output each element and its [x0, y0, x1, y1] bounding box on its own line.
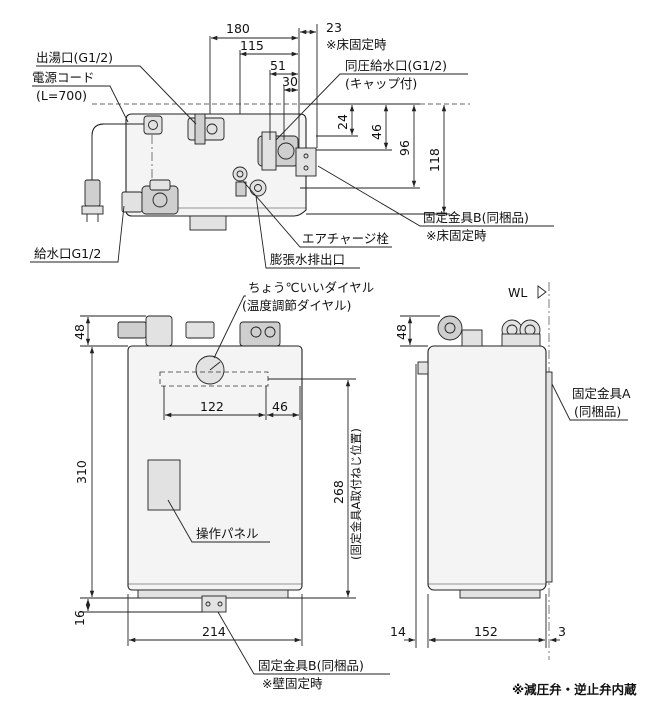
side-knob: [417, 361, 429, 375]
label-temp-dial: ちょう℃いいダイヤル: [248, 280, 374, 295]
dim-24: 24: [335, 114, 350, 130]
front-dim-310: 310: [74, 460, 89, 484]
label-power-cord-length: (L=700): [36, 88, 87, 103]
footnote: ※減圧弁・逆止弁内蔵: [512, 682, 637, 697]
dim-96: 96: [397, 140, 412, 156]
side-view: WL 48 14 152 3 固定金具A (同梱: [390, 282, 631, 660]
bottom-tab: [189, 215, 227, 231]
front-dim-48: 48: [72, 324, 87, 340]
bracket-b-top: [295, 147, 317, 177]
label-bracket-a-screw-position: (固定金具A取付ねじ位置): [349, 428, 363, 560]
label-bracket-b-top: 固定金具B(同梱品): [423, 210, 529, 225]
side-view-unit-body: [427, 345, 547, 591]
label-hot-outlet: 出湯口(G1/2): [36, 50, 113, 65]
label-floor-fix-top: ※床固定時: [326, 37, 387, 52]
bracket-a-side: [545, 371, 553, 583]
label-bracket-a: 固定金具A: [572, 386, 631, 401]
front-top-right-fitting: [239, 321, 281, 347]
side-dim-3: 3: [558, 624, 566, 639]
label-air-charge: エアチャージ栓: [302, 231, 389, 246]
side-dim-48: 48: [394, 324, 409, 340]
label-expansion-drain: 膨張水排出口: [270, 252, 345, 267]
dim-46: 46: [369, 124, 384, 140]
front-outlet-fitting: [185, 321, 215, 339]
front-dim-268: 268: [331, 480, 346, 504]
front-dim-16: 16: [72, 610, 87, 626]
label-bracket-b-front: 固定金具B(同梱品): [258, 658, 364, 673]
expansion-drain-port: [249, 179, 267, 197]
front-inlet-fitting: [117, 321, 147, 339]
label-same-pressure-inlet: 同圧給水口(G1/2): [345, 58, 447, 73]
front-dim-122: 122: [200, 399, 224, 414]
label-wl: WL: [508, 285, 527, 300]
air-charge-valve: [232, 166, 248, 182]
wl-marker: [537, 285, 547, 299]
power-plug: [84, 179, 101, 207]
label-cap-attached: (キャップ付): [345, 76, 417, 91]
dim-115: 115: [240, 38, 264, 53]
dim-30: 30: [282, 74, 298, 89]
water-inlet-fitting: [121, 191, 143, 213]
label-bracket-a-sub: (同梱品): [574, 404, 621, 419]
dim-180: 180: [226, 21, 250, 36]
label-water-inlet: 給水口G1/2: [34, 246, 101, 261]
dim-23: 23: [326, 20, 342, 35]
label-temp-dial-sub: (温度調節ダイヤル): [242, 298, 351, 313]
operation-panel: [147, 459, 181, 511]
dim-51: 51: [270, 58, 286, 73]
front-dim-46: 46: [272, 399, 288, 414]
front-dim-214: 214: [202, 624, 226, 639]
label-wall-fix: ※壁固定時: [262, 676, 323, 691]
front-view: 48 310 16 122 46 268 (固定金具A取付ねじ位置) 214 ち…: [72, 280, 390, 691]
label-operation-panel: 操作パネル: [196, 526, 259, 541]
dim-118: 118: [427, 148, 442, 172]
side-dim-152: 152: [474, 624, 498, 639]
top-view: 180 23 ※床固定時 115 51 30 24 46 96 118 出湯口(…: [30, 20, 554, 269]
bracket-b-front: [201, 595, 227, 613]
side-dim-14: 14: [390, 624, 406, 639]
label-floor-fix: ※床固定時: [426, 228, 487, 243]
side-dial-knob: [437, 315, 463, 341]
label-power-cord: 電源コード: [32, 70, 95, 85]
